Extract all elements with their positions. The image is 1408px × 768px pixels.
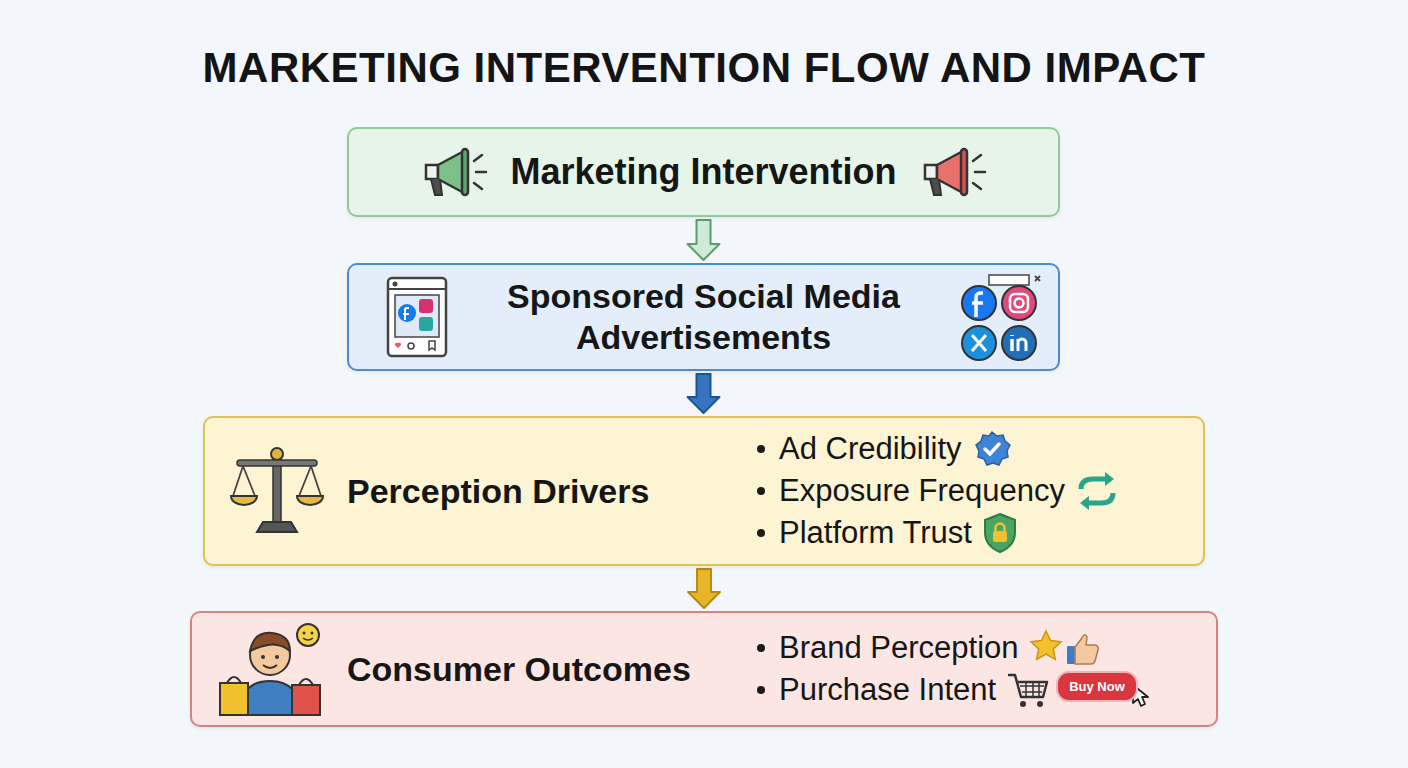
bullet-text: Purchase Intent — [779, 669, 996, 711]
bullet-item: Platform Trust — [757, 512, 1119, 554]
shopper-icon — [214, 619, 326, 719]
flow-arrow — [688, 220, 720, 260]
shopping-cart-icon — [1006, 670, 1050, 710]
verified-badge-icon — [972, 429, 1012, 469]
star-thumb-icon — [1029, 628, 1101, 668]
button-group: Buy Now — [1050, 671, 1152, 709]
box-heading: Consumer Outcomes — [347, 649, 757, 690]
process-box: Perception DriversAd CredibilityExposure… — [203, 416, 1205, 566]
box-heading: Perception Drivers — [347, 471, 757, 512]
bullet-dot — [757, 487, 765, 495]
bullet-dot — [757, 686, 765, 694]
bullet-item: Exposure Frequency — [757, 470, 1119, 512]
bullet-dot — [757, 529, 765, 537]
bullet-text: Brand Perception — [779, 627, 1019, 669]
shield-lock-icon — [982, 512, 1018, 554]
buy-button: Buy Now — [1056, 671, 1138, 703]
process-box: Sponsored Social Media Advertisements — [347, 263, 1060, 371]
bullet-item: Brand Perception — [757, 627, 1152, 669]
box-heading: Marketing Intervention — [510, 150, 896, 193]
bullet-item: Ad Credibility — [757, 428, 1119, 470]
social-post-icon — [385, 275, 449, 359]
megaphone-icon — [917, 141, 989, 203]
bullet-list: Ad CredibilityExposure FrequencyPlatform… — [757, 418, 1119, 564]
process-box: Marketing Intervention — [347, 127, 1060, 217]
bullet-text: Exposure Frequency — [779, 470, 1065, 512]
bullet-list: Brand PerceptionPurchase Intent Buy Now — [757, 617, 1152, 721]
flow-arrow — [688, 374, 720, 413]
bullet-dot — [757, 644, 765, 652]
process-box: Consumer OutcomesBrand PerceptionPurchas… — [190, 611, 1218, 727]
bullet-text: Platform Trust — [779, 512, 972, 554]
bullet-text: Ad Credibility — [779, 428, 962, 470]
social-logos-icon — [959, 273, 1043, 363]
repeat-icon — [1075, 471, 1119, 511]
bullet-dot — [757, 445, 765, 453]
flow-arrow — [688, 569, 720, 608]
balance-scale-icon — [229, 442, 325, 538]
diagram-title: MARKETING INTERVENTION FLOW AND IMPACT — [0, 44, 1408, 92]
megaphone-icon — [418, 141, 490, 203]
bullet-item: Purchase Intent Buy Now — [757, 669, 1152, 711]
box-heading: Sponsored Social Media Advertisements — [479, 276, 928, 358]
